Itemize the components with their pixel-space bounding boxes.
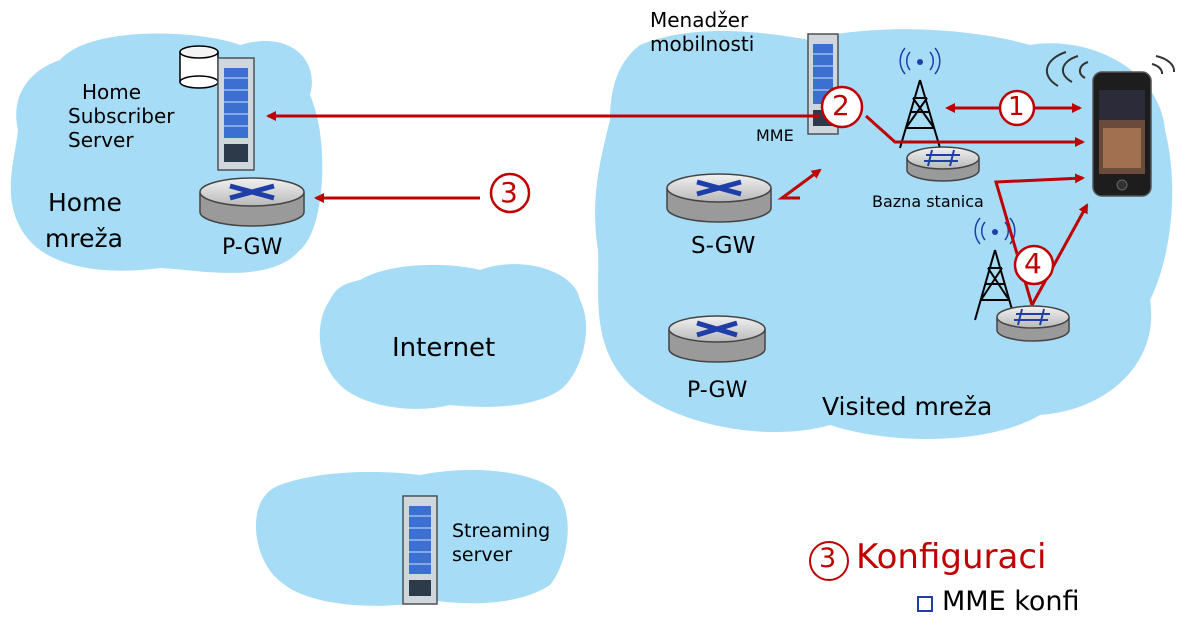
step-1-circle (998, 89, 1036, 127)
internet-cloud (319, 264, 587, 409)
step-3-number: 3 (500, 176, 518, 209)
step-2-number: 2 (832, 89, 850, 122)
mme-to-phone-arrow (864, 114, 1085, 147)
slide-bullet: MME konfi (942, 586, 1080, 617)
base-station-2-router-icon (996, 305, 1070, 342)
antenna-tower-icon (899, 47, 941, 149)
home-network-label-line1: Home (48, 188, 122, 217)
visited-network-cloud (595, 29, 1173, 439)
streaming-label-line2: server (452, 544, 513, 566)
mobility-manager-label-line1: Menadžer (650, 8, 749, 32)
antenna-tower-2-icon (974, 217, 1016, 321)
step4-arrow-right (1030, 203, 1089, 306)
hss-label-line2: Subscriber (68, 104, 175, 128)
step-1-number: 1 (1008, 92, 1025, 122)
sgw-label: S-GW (691, 233, 756, 259)
bullet-icon (917, 596, 933, 612)
step-2-circle (820, 85, 864, 129)
heading-step-number: 3 (819, 543, 837, 574)
hss-server-icon (217, 57, 255, 171)
streaming-server-icon (402, 495, 438, 605)
visited-pgw-label: P-GW (687, 378, 748, 403)
hss-label-line3: Server (68, 128, 134, 152)
signaling-arrows (266, 103, 1089, 306)
mobility-manager-label-line2: mobilnosti (650, 32, 755, 56)
database-icon (179, 45, 219, 89)
step-circles (489, 85, 1055, 286)
step-4-number: 4 (1024, 247, 1042, 280)
heading-step-circle (809, 541, 849, 581)
step-3-circle (489, 172, 531, 214)
base-station-router-icon (906, 146, 980, 182)
smartphone-icon (1092, 71, 1152, 197)
home-pgw-label: P-GW (222, 235, 283, 260)
base-station-label: Bazna stanica (872, 192, 984, 211)
hss-label-line1: Home (82, 80, 142, 104)
streaming-label-line1: Streaming (452, 520, 551, 542)
home-network-label-line2: mreža (45, 224, 123, 253)
mme-label: MME (756, 126, 794, 145)
visited-network-label: Visited mreža (822, 392, 993, 421)
home-pgw-router-icon (199, 177, 305, 227)
sgw-router-icon (666, 173, 772, 223)
visited-pgw-router-icon (668, 315, 766, 363)
slide-heading: Konfiguraci (856, 537, 1047, 577)
wireless-signal-icon (1045, 51, 1176, 87)
internet-label: Internet (392, 333, 496, 363)
step3-arrow (777, 168, 822, 200)
step-4-circle (1013, 244, 1055, 286)
